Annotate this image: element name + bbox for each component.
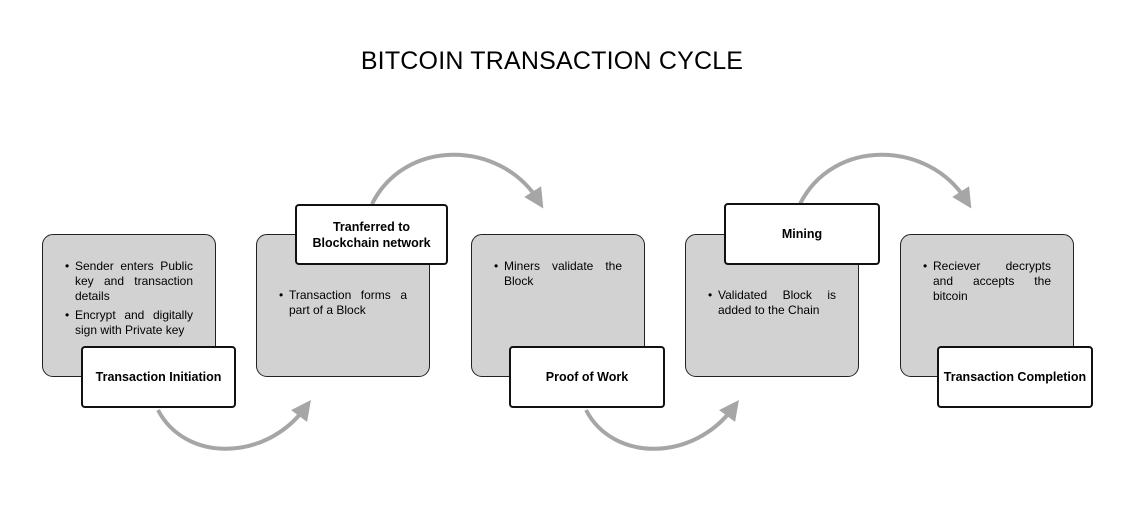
step-1-bullet-1: Sender enters Public key and transaction… (65, 259, 193, 304)
step-5-label: Transaction Completion (937, 346, 1093, 408)
arrow-1-to-2 (156, 399, 311, 451)
step-5-bullet-1: Reciever decrypts and accepts the bitcoi… (923, 259, 1051, 304)
diagram-title: BITCOIN TRANSACTION CYCLE (360, 47, 744, 75)
step-1-bullets: Sender enters Public key and transaction… (65, 259, 193, 342)
step-1-label: Transaction Initiation (81, 346, 236, 408)
step-2-label: Tranferred to Blockchain network (295, 204, 448, 265)
step-3-bullets: Miners validate the Block (494, 259, 622, 293)
arrow-2-to-3 (370, 152, 544, 209)
step-4-bullet-1: Validated Block is added to the Chain (708, 288, 836, 318)
step-1-card: Sender enters Public key and transaction… (42, 234, 216, 377)
step-1-bullet-2: Encrypt and digitally sign with Private … (65, 308, 193, 338)
step-4-bullets: Validated Block is added to the Chain (708, 288, 836, 322)
step-3-bullet-1: Miners validate the Block (494, 259, 622, 289)
step-5-bullets: Reciever decrypts and accepts the bitcoi… (923, 259, 1051, 308)
arrow-4-to-5 (798, 152, 972, 209)
arrow-3-to-4 (584, 399, 739, 451)
step-4-label: Mining (724, 203, 880, 265)
step-2-bullet-1: Transaction forms a part of a Block (279, 288, 407, 318)
step-3-label: Proof of Work (509, 346, 665, 408)
step-2-bullets: Transaction forms a part of a Block (279, 288, 407, 322)
